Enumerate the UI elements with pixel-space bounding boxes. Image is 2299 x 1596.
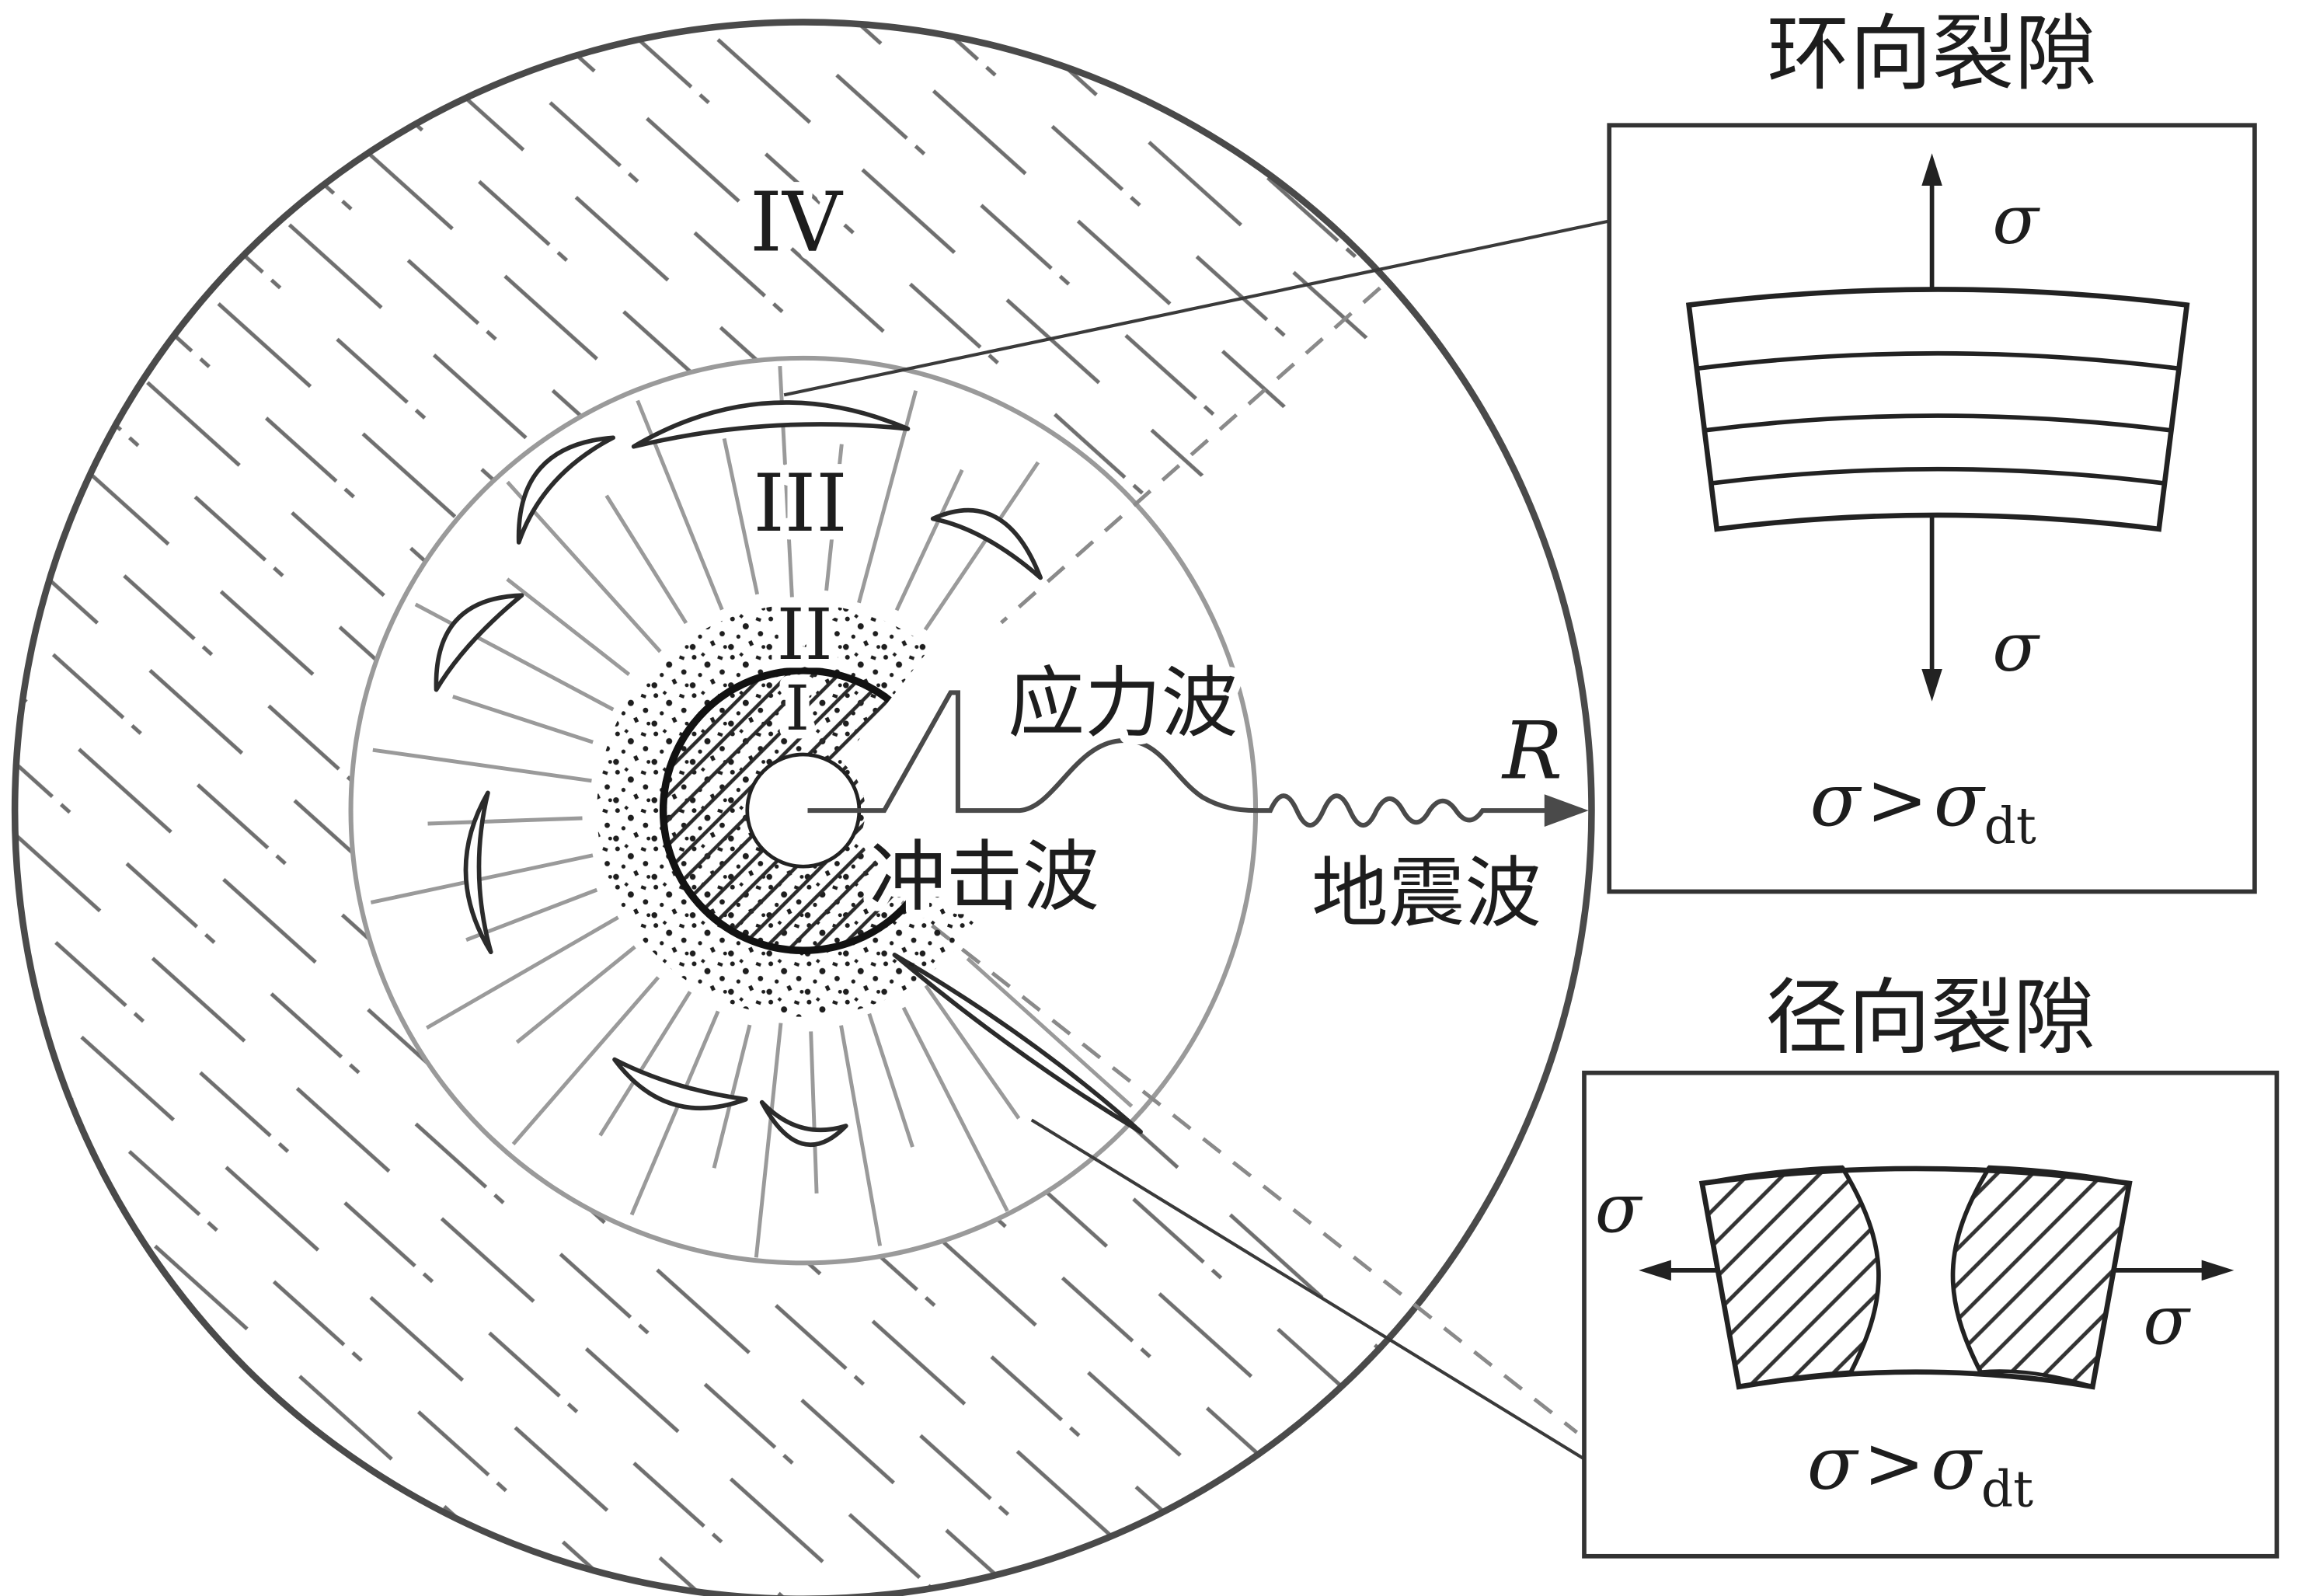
radial-crack-divider-left bbox=[1840, 1166, 1881, 1374]
radial-crack-divider-right bbox=[1950, 1166, 1991, 1374]
radial-crack-line bbox=[901, 1006, 1009, 1212]
zone-label-iv: IV bbox=[750, 174, 844, 270]
outer-circle bbox=[12, 19, 1595, 1596]
keystone-outline bbox=[1698, 1166, 2133, 1390]
radial-cracks-group bbox=[370, 365, 1134, 1258]
radial-crack-line bbox=[824, 444, 844, 591]
radial-crack-line bbox=[839, 1025, 883, 1246]
radial-sigma-right: σ bbox=[2143, 1281, 2191, 1361]
crescent-crack bbox=[612, 1057, 748, 1110]
hoop-crack-band bbox=[1685, 287, 2190, 532]
crescent-crack bbox=[631, 400, 911, 449]
radial-crack-line bbox=[867, 1012, 914, 1148]
crescent-crack bbox=[759, 1099, 848, 1148]
stress-wave-label: 应力波 bbox=[1008, 662, 1238, 747]
radial-inset-title: 径向裂隙 bbox=[1765, 973, 2095, 1065]
crescent-crack bbox=[434, 593, 524, 692]
hoop-arrow-down bbox=[1921, 669, 1942, 702]
radial-sigma-left: σ bbox=[1595, 1169, 1643, 1249]
radial-crack-line bbox=[894, 469, 964, 612]
hoop-crack-line bbox=[1705, 413, 2172, 433]
hoop-band-outline bbox=[1685, 287, 2190, 532]
zone-label-ii: II bbox=[777, 594, 833, 676]
crescent-crack bbox=[516, 435, 615, 545]
radial-crack-line bbox=[598, 991, 692, 1137]
hoop-condition: σ>σdt bbox=[1810, 758, 2036, 855]
radial-crack-line bbox=[604, 494, 688, 625]
hoop-sigma-top: σ bbox=[1992, 180, 2040, 260]
radial-crack-line bbox=[923, 461, 1040, 631]
hoop-inset-title: 环向裂隙 bbox=[1767, 9, 2097, 100]
radius-arrowhead bbox=[1544, 794, 1589, 827]
radial-arrow-left bbox=[1639, 1260, 1671, 1281]
hoop-arrow-up bbox=[1921, 153, 1942, 186]
radial-crack-line bbox=[515, 945, 636, 1044]
radial-crack-line bbox=[924, 984, 1021, 1120]
connector-to-hoop-inset bbox=[783, 219, 1610, 397]
dashed-guide-lower bbox=[900, 900, 1579, 1434]
radial-arrow-right bbox=[2201, 1260, 2235, 1281]
connector-to-radial-inset bbox=[1030, 1118, 1586, 1461]
radial-crack-line bbox=[427, 816, 583, 826]
radial-crack-line bbox=[425, 915, 619, 1030]
hoop-crack-line bbox=[1710, 466, 2165, 486]
radial-crack-line bbox=[754, 1023, 783, 1258]
radial-crack-line bbox=[414, 602, 615, 712]
hoop-sigma-bottom: σ bbox=[1992, 608, 2040, 687]
radial-condition: σ>σdt bbox=[1807, 1421, 2033, 1519]
shock-wave-label: 冲击波 bbox=[869, 836, 1099, 921]
crescent-crack bbox=[463, 790, 493, 955]
crescent-crack bbox=[930, 507, 1043, 580]
radial-crack-line bbox=[722, 437, 760, 595]
radial-crack-line bbox=[629, 1010, 720, 1216]
seismic-wave-label: 地震波 bbox=[1311, 852, 1541, 936]
radial-crack-line bbox=[511, 976, 660, 1146]
zone-label-iii: III bbox=[753, 458, 847, 550]
radius-label: R bbox=[1501, 705, 1562, 797]
radial-crack-keystone bbox=[1698, 1165, 2133, 1390]
radial-crack-line bbox=[370, 853, 594, 904]
hoop-crack-line bbox=[1697, 351, 2179, 371]
wave-corridor-wedge bbox=[803, 280, 1628, 1341]
radial-crack-line bbox=[966, 957, 1134, 1108]
crescent-crack bbox=[892, 953, 1143, 1134]
radial-crack-line bbox=[506, 577, 631, 677]
radial-crack-line bbox=[452, 695, 594, 744]
zone-label-i: I bbox=[785, 672, 809, 744]
crescent-cracks-group bbox=[434, 400, 1143, 1148]
wave-trace bbox=[807, 690, 1551, 828]
radial-crack-line bbox=[372, 747, 592, 783]
radial-crack-line bbox=[809, 1031, 819, 1194]
